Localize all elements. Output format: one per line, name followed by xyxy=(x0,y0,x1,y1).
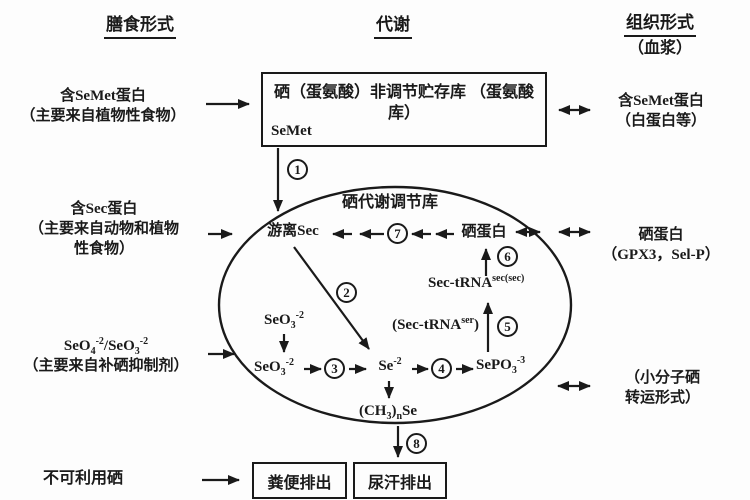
header-tissue-form: 组织形式 （血浆） xyxy=(594,12,726,60)
header-tissue-plasma: （血浆） xyxy=(627,40,692,58)
left-sec-line2: （主要来自动物和植物 xyxy=(28,220,179,237)
left-semet-line2: （主要来自植物性食物） xyxy=(20,107,186,124)
header-tissue-label: 组织形式 xyxy=(624,12,696,38)
step-circle-2: 2 xyxy=(336,282,357,303)
feces-excretion-box: 粪便排出 xyxy=(252,462,347,499)
left-sec-line1: 含Sec蛋白 xyxy=(70,201,138,217)
left-sec-protein: 含Sec蛋白 （主要来自动物和植物 性食物） xyxy=(0,200,208,259)
storage-semet-label: SeMet xyxy=(271,123,312,139)
left-unavailable-selenium: 不可利用硒 xyxy=(42,470,123,487)
pool-seo3-lower: SeO3-2 xyxy=(253,357,294,378)
storage-pool-line2: （蛋氨酸库） xyxy=(387,84,535,122)
left-semet-line1: 含SeMet蛋白 xyxy=(60,88,146,104)
step-circle-7: 7 xyxy=(387,223,408,244)
pool-sec-trna-ser: (Sec-tRNAser) xyxy=(392,315,479,334)
storage-pool-text: 硒（蛋氨酸）非调节贮存库 （蛋氨酸库） xyxy=(263,83,545,125)
left-sec-line3: 性食物） xyxy=(73,240,134,257)
right-transport-line2: 转运形式） xyxy=(624,389,700,406)
step-circle-8: 8 xyxy=(406,433,427,454)
left-seo-supplement: SeO4-2/SeO3-2 （主要来自补硒抑制剂） xyxy=(0,337,212,377)
right-semet-line1: 含SeMet蛋白 xyxy=(618,93,704,109)
pool-title: 硒代谢调节库 xyxy=(341,194,438,211)
storage-pool-box: 硒（蛋氨酸）非调节贮存库 （蛋氨酸库） SeMet xyxy=(261,72,547,147)
step-circle-6: 6 xyxy=(497,246,518,267)
right-selenoprotein-line2: （GPX3，Sel-P） xyxy=(602,246,720,263)
pool-sepo3: SePO3-3 xyxy=(476,355,526,376)
left-seo-line2: （主要来自补硒抑制剂） xyxy=(23,357,189,374)
left-semet-protein: 含SeMet蛋白 （主要来自植物性食物） xyxy=(2,87,204,127)
right-transport-line1: （小分子硒 xyxy=(624,370,700,386)
right-semet-protein: 含SeMet蛋白 （白蛋白等） xyxy=(595,92,727,132)
pool-selenoprotein: 硒蛋白 xyxy=(461,224,507,240)
pool-seo3-upper: SeO3-2 xyxy=(263,310,304,331)
pool-ch3nse: (CH3)nSe xyxy=(358,403,418,422)
header-diet-form: 膳食形式 xyxy=(60,14,220,40)
right-small-molecule-transport: （小分子硒 转运形式） xyxy=(600,369,725,409)
header-metabolism: 代谢 xyxy=(328,14,458,40)
header-metabolism-label: 代谢 xyxy=(374,14,412,40)
header-diet-label: 膳食形式 xyxy=(104,14,176,40)
step-circle-1: 1 xyxy=(287,159,308,180)
storage-pool-line1: 硒（蛋氨酸）非调节贮存库 xyxy=(273,84,466,101)
pool-free-sec: 游离Sec xyxy=(267,223,319,239)
left-seo-formula: SeO4-2/SeO3-2 xyxy=(63,336,149,357)
step-circle-4: 4 xyxy=(431,358,452,379)
urine-sweat-excretion-label: 尿汗排出 xyxy=(367,474,432,492)
pool-se: Se-2 xyxy=(378,356,402,375)
right-selenoprotein-line1: 硒蛋白 xyxy=(638,227,684,243)
right-semet-line2: （白蛋白等） xyxy=(615,112,706,129)
metabolic-pool-ellipse xyxy=(217,185,573,425)
step-circle-5: 5 xyxy=(497,316,518,337)
step-circle-3: 3 xyxy=(324,358,345,379)
pool-sec-trna-sec: Sec-tRNAsec(sec) xyxy=(428,273,525,292)
urine-sweat-excretion-box: 尿汗排出 xyxy=(353,462,447,499)
feces-excretion-label: 粪便排出 xyxy=(267,474,332,492)
arrow-step2-freesec-to-se xyxy=(293,246,370,350)
right-selenoprotein: 硒蛋白 （GPX3，Sel-P） xyxy=(592,226,730,266)
